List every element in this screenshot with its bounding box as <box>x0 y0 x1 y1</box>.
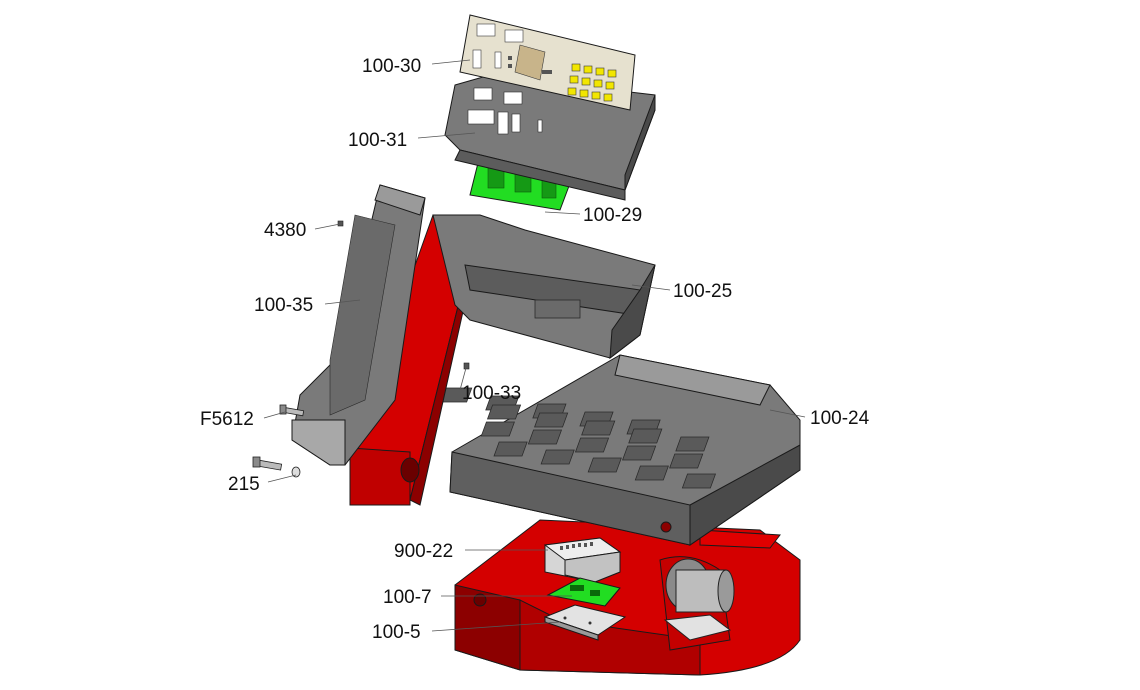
label-100-7: 100-7 <box>383 587 432 608</box>
callout-labels: 100-30 100-31 100-29 4380 100-25 100-35 … <box>200 56 870 643</box>
tray-compartments <box>391 379 717 489</box>
label-100-5: 100-5 <box>372 622 421 643</box>
label-F5612: F5612 <box>200 409 254 430</box>
label-900-22: 900-22 <box>394 541 453 562</box>
label-4380: 4380 <box>264 220 306 241</box>
label-215: 215 <box>228 474 260 495</box>
side-cover-100-35 <box>291 184 426 466</box>
plate-100-5 <box>543 604 627 641</box>
label-100-33: 100-33 <box>462 383 521 404</box>
label-100-31: 100-31 <box>348 130 407 151</box>
pcb-100-7 <box>546 577 621 607</box>
silver-box-900-22 <box>543 537 622 583</box>
front-label-100-30 <box>459 14 636 111</box>
label-100-25: 100-25 <box>673 281 732 302</box>
screw-4380 <box>337 220 344 227</box>
label-100-29: 100-29 <box>583 205 642 226</box>
housing-100-25 <box>432 214 656 360</box>
bolt-215 <box>252 456 301 478</box>
label-100-35: 100-35 <box>254 295 313 316</box>
label-100-30: 100-30 <box>362 56 421 77</box>
motor <box>663 558 735 641</box>
screw-F5612 <box>279 404 305 417</box>
leader-lines <box>263 59 806 632</box>
label-100-24: 100-24 <box>810 408 870 429</box>
tray-100-24 <box>391 354 801 546</box>
screw-100-33 <box>463 362 470 370</box>
base-enclosure <box>454 519 801 676</box>
yellow-keys <box>567 63 617 102</box>
